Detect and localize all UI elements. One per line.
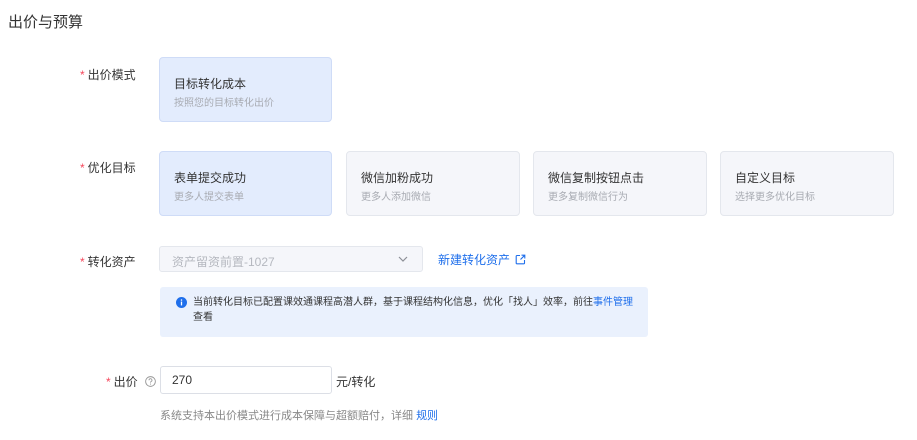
notice-text: 当前转化目标已配置课效通课程高潜人群，基于课程结构化信息，优化「找人」效率，前往… — [193, 295, 633, 325]
event-management-link[interactable]: 事件管理 — [593, 297, 633, 308]
bid-amount-input[interactable] — [160, 366, 332, 394]
rules-link[interactable]: 规则 — [416, 410, 439, 422]
option-subtitle: 更多人添加微信 — [361, 192, 431, 203]
option-title: 目标转化成本 — [174, 77, 247, 91]
notice-body: 当前转化目标已配置课效通课程高潜人群，基于课程结构化信息，优化「找人」效率，前往 — [193, 297, 593, 308]
required-mark: * — [80, 68, 85, 82]
option-subtitle: 按照您的目标转化出价 — [174, 98, 274, 109]
option-subtitle: 更多人提交表单 — [174, 192, 244, 203]
help-icon[interactable] — [145, 376, 156, 387]
conversion-asset-label-text: 转化资产 — [87, 255, 136, 269]
goal-option-form-submit[interactable]: 表单提交成功 更多人提交表单 — [159, 151, 332, 216]
section-title: 出价与预算 — [8, 14, 84, 31]
notice-suffix: 查看 — [193, 312, 213, 323]
bid-unit: 元/转化 — [336, 375, 376, 389]
conversion-asset-select[interactable]: 资产留资前置-1027 — [159, 246, 423, 272]
info-icon — [176, 297, 187, 308]
footnote-text: 系统支持本出价模式进行成本保障与超额赔付，详细 — [160, 410, 417, 422]
bid-label: *出价 — [106, 373, 156, 390]
option-title: 微信加粉成功 — [361, 171, 434, 185]
bid-footnote: 系统支持本出价模式进行成本保障与超额赔付，详细 规则 — [160, 407, 438, 423]
conversion-asset-label: *转化资产 — [80, 253, 136, 270]
bid-mode-label: *出价模式 — [80, 66, 136, 83]
option-title: 微信复制按钮点击 — [548, 171, 645, 185]
select-value: 资产留资前置-1027 — [172, 255, 275, 269]
required-mark: * — [80, 161, 85, 175]
option-title: 自定义目标 — [735, 171, 796, 185]
bid-label-text: 出价 — [113, 375, 138, 389]
new-conversion-asset-link[interactable]: 新建转化资产 — [438, 251, 526, 268]
required-mark: * — [80, 255, 85, 269]
bid-mode-option-target-cost[interactable]: 目标转化成本 按照您的目标转化出价 — [159, 57, 332, 122]
goal-option-wechat-add[interactable]: 微信加粉成功 更多人添加微信 — [346, 151, 520, 216]
chevron-down-icon — [398, 256, 408, 262]
option-subtitle: 更多复制微信行为 — [548, 192, 628, 203]
goal-option-wechat-copy[interactable]: 微信复制按钮点击 更多复制微信行为 — [533, 151, 707, 216]
optimization-goal-label-text: 优化目标 — [87, 161, 136, 175]
option-title: 表单提交成功 — [174, 171, 247, 185]
new-asset-link-text: 新建转化资产 — [438, 253, 511, 267]
option-subtitle: 选择更多优化目标 — [735, 192, 815, 203]
info-notice: 当前转化目标已配置课效通课程高潜人群，基于课程结构化信息，优化「找人」效率，前往… — [160, 287, 648, 337]
goal-option-custom[interactable]: 自定义目标 选择更多优化目标 — [720, 151, 894, 216]
required-mark: * — [106, 375, 111, 389]
optimization-goal-label: *优化目标 — [80, 159, 136, 176]
bid-mode-label-text: 出价模式 — [87, 68, 136, 82]
external-link-icon — [515, 254, 526, 265]
